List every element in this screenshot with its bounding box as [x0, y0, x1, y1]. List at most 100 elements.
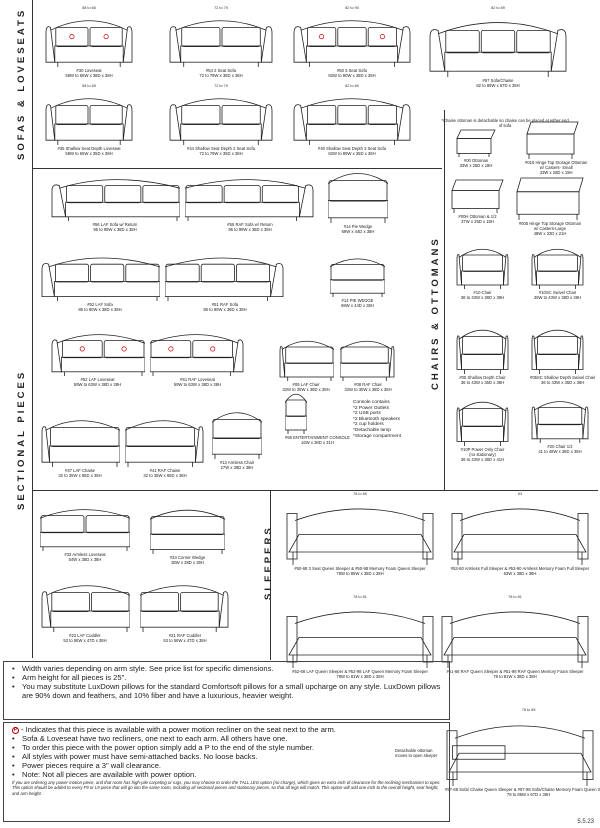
item-caption: 54W x 38D x 38H — [68, 557, 102, 562]
power-legend-text: - Indicates that this piece is available… — [21, 725, 336, 734]
console-feature: *2 USB ports — [353, 411, 381, 417]
divider-sofas-sectional — [32, 168, 442, 169]
power-icon — [79, 346, 85, 352]
item-caption: 59W to 63W x 38D x 38H — [73, 382, 122, 387]
item-caption: 32W to 35W x 38D x 38H — [282, 387, 330, 392]
notes-box-power: P- Indicates that this piece is availabl… — [3, 722, 450, 822]
item-caption: (no stationary) — [469, 452, 496, 457]
item-caption: #015 Hinge Top Storage Ottoman — [525, 160, 588, 165]
revision-date: 5.5.23 — [577, 819, 594, 825]
sofa-drawing — [169, 98, 273, 145]
item-caption: #22 LAF Cuddler — [69, 633, 101, 638]
sectional-drawing — [212, 412, 262, 459]
chair-drawing — [456, 329, 509, 374]
power-legend: P- Indicates that this piece is availabl… — [12, 725, 443, 734]
item-caption: #05 Shallow Depth Chair — [459, 375, 506, 380]
item-caption: 58W to 66W x 38D x 38H — [65, 73, 113, 78]
item-caption: #35 Shallow Seat Depth Loveseat — [57, 146, 121, 151]
item-caption: #41 RAF Chaise — [149, 468, 181, 473]
power-icon — [319, 34, 325, 40]
width-label: 58 to 65 — [82, 84, 96, 88]
item-caption: #51 RAF Loveseat — [180, 377, 215, 382]
note-item: Power pieces require a 3" wall clearance… — [12, 761, 443, 770]
sectional-drawing — [51, 179, 180, 221]
item-caption: w/ Casters-Large — [534, 226, 566, 231]
ottoman-drawing — [526, 121, 579, 159]
sectional-drawing — [150, 509, 225, 554]
item-caption: 36 to 43W x 35D x 38H — [460, 380, 505, 385]
item-caption: 78 to 85W x 67D x 38H — [506, 792, 551, 797]
section-title-sleepers: SLEEPERS — [263, 525, 274, 600]
item-caption: 82W to 89W x 35D x 38H — [328, 151, 376, 156]
item-caption: 82 to 89W x 67D x 38H — [476, 83, 520, 88]
sleeper-drawing — [286, 611, 434, 668]
divider-vertical-left — [32, 0, 33, 658]
item-caption: 59W to 63W x 38D x 38H — [173, 382, 222, 387]
chair-drawing — [456, 248, 509, 289]
sleeper-drawing — [286, 508, 434, 565]
ottoman-drawing — [451, 179, 504, 213]
sofa-drawing — [293, 20, 411, 67]
width-label: 78 to 85 — [521, 708, 536, 712]
item-caption: #56 LAF Sofa w/ Return — [92, 222, 138, 227]
chair-drawing — [531, 401, 589, 443]
item-caption: #00H Ottoman & 1/2 — [458, 214, 497, 219]
item-caption: 16W x 38D x 31H — [301, 440, 334, 445]
tall-leg-note: If you are ordering any power motion pie… — [12, 780, 441, 796]
item-caption: 63W x 38D x 38H — [503, 571, 537, 576]
item-caption: #14 PIE WEDGE — [341, 298, 374, 303]
ottoman-drawing — [456, 129, 496, 157]
item-caption: 32W to 35W x 38D x 38H — [344, 387, 392, 392]
sofa-drawing — [45, 98, 133, 145]
item-caption: #57 Sofa/Chaise — [482, 78, 514, 83]
item-caption: 78 to 81W x 38D x 38H — [493, 674, 537, 679]
item-caption: 36W to 43W x 38D x 38H — [533, 295, 582, 300]
power-icon: P — [12, 726, 19, 734]
item-caption: 32 to 35W x 65D x 38H — [58, 473, 102, 478]
sleeper-drawing — [446, 725, 594, 786]
sectional-drawing — [279, 340, 334, 381]
item-caption: 53 to 56W x 47D x 38H — [63, 638, 107, 643]
width-label: 82 to 90 — [345, 6, 359, 10]
sofa-item: 72 to 79#44 Shallow Seat Depth 2 Seat So… — [168, 84, 274, 156]
section-title-sectional: SECTIONAL PIECES — [16, 369, 27, 510]
sectional-drawing — [41, 257, 160, 301]
note-item: Note: Not all pieces are available with … — [12, 770, 443, 779]
item-caption: #10SC Swivel Chair — [538, 290, 577, 295]
power-icon — [210, 346, 216, 352]
sectional-drawing — [340, 340, 395, 381]
width-label: 72 to 79 — [214, 84, 228, 88]
chair-drawing — [456, 401, 509, 446]
item-caption: #14 Pie Wedge — [343, 224, 373, 229]
chair-drawing — [531, 248, 584, 289]
item-caption: 69W x 44D x 38H — [341, 303, 374, 308]
item-caption: 33W x 25D x 18H — [459, 163, 493, 168]
console-feature: *Detachable lamp — [353, 427, 391, 433]
item-caption: 78W to 85W x 38D x 38H — [336, 571, 384, 576]
item-caption: 86 to 90W x 38D x 38H — [78, 307, 122, 312]
divider-sleepers-left — [270, 490, 271, 660]
note-item: Sofa & Loveseat have two recliners, one … — [12, 734, 443, 743]
item-caption: #57-68 Sofa/ Chaise Queen Sleeper & #57-… — [445, 787, 600, 792]
item-caption: 37W x 25D x 18H — [461, 219, 494, 224]
sofa-drawing — [45, 20, 133, 67]
power-icon — [168, 346, 174, 352]
console-features-title: Console contains — [353, 400, 390, 405]
